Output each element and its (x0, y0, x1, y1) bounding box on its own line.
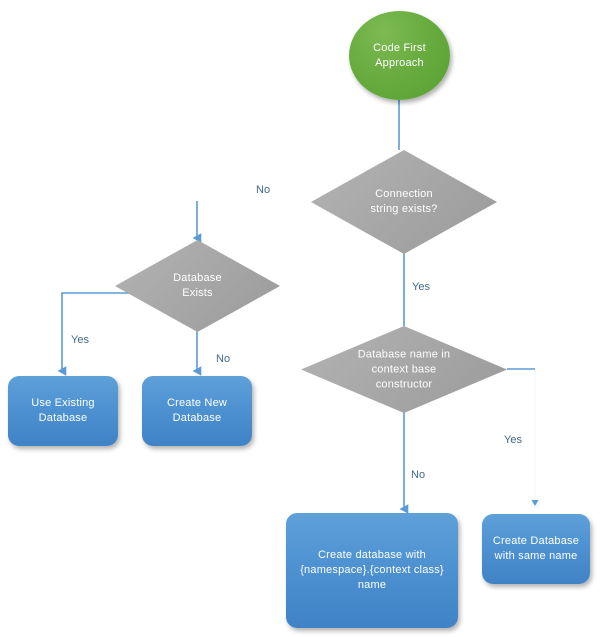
edge-label-no-context-name: No (411, 469, 426, 481)
edge-label-no-database-exists: No (216, 353, 231, 365)
node-process-create-database-namespace-name[interactable]: Create database with{namespace}.{context… (286, 513, 458, 628)
arrowhead-create-same-name (531, 500, 539, 506)
node-process-create-database-namespace-name-label: Create database with{namespace}.{context… (300, 549, 444, 591)
edge-label-yes-context-name: Yes (504, 434, 522, 446)
edge-label-yes-connection-string: Yes (412, 281, 430, 293)
edge-label-yes-database-exists: Yes (71, 334, 89, 346)
edge-label-no-connection-string: No (256, 184, 271, 196)
